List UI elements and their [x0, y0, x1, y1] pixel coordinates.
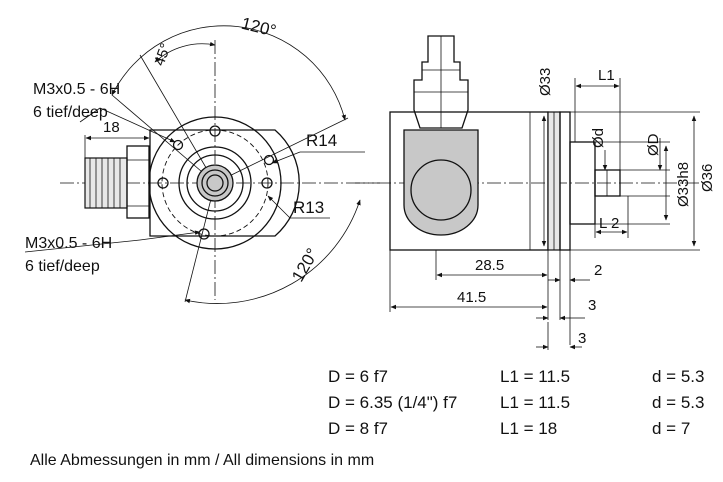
dim-l1: L1	[598, 67, 615, 84]
dim-dia-D: ØD	[645, 133, 662, 156]
side-view	[355, 35, 705, 350]
thread-label-bottom-2: 6 tief/deep	[25, 258, 100, 275]
dim-3-lower: 3	[578, 330, 586, 347]
dim-3-upper: 3	[588, 297, 596, 314]
angle-120-top: 120°	[239, 14, 278, 41]
front-view	[24, 25, 380, 304]
dim-18: 18	[103, 119, 120, 136]
dim-dia-33h8: Ø33h8	[675, 162, 692, 207]
angle-120-bottom: 120°	[288, 245, 322, 285]
spec-row-1-L1: L1 = 11.5	[500, 367, 571, 386]
dim-28-5: 28.5	[475, 257, 504, 274]
dim-41-5: 41.5	[457, 289, 486, 306]
spec-row-1-D: D = 6 f7	[328, 367, 389, 386]
units-footnote: Alle Abmessungen in mm / All dimensions …	[30, 452, 375, 469]
spec-row-3-L1: L1 = 18	[500, 419, 558, 438]
spec-row-2-D: D = 6.35 (1/4") f7	[328, 393, 458, 412]
angle-45: 45°	[151, 41, 175, 68]
spec-row-2-L1: L1 = 11.5	[500, 393, 571, 412]
dim-2: 2	[594, 262, 602, 279]
thread-label-bottom-1: M3x0.5 - 6H	[25, 235, 112, 252]
dim-dia-33: Ø33	[537, 68, 554, 96]
dim-dia-36: Ø36	[699, 164, 716, 192]
dim-l2: L 2	[599, 215, 619, 232]
thread-label-top-1: M3x0.5 - 6H	[33, 81, 120, 98]
dim-dia-d-small: Ød	[590, 128, 607, 148]
spec-row-1-d: d = 5.3	[652, 367, 705, 386]
spec-row-2-d: d = 5.3	[652, 393, 705, 412]
spec-row-3-d: d = 7	[652, 419, 691, 438]
spec-row-3-D: D = 8 f7	[328, 419, 389, 438]
thread-label-top-2: 6 tief/deep	[33, 104, 108, 121]
radius-r14: R14	[306, 131, 337, 150]
radius-r13: R13	[293, 198, 324, 217]
